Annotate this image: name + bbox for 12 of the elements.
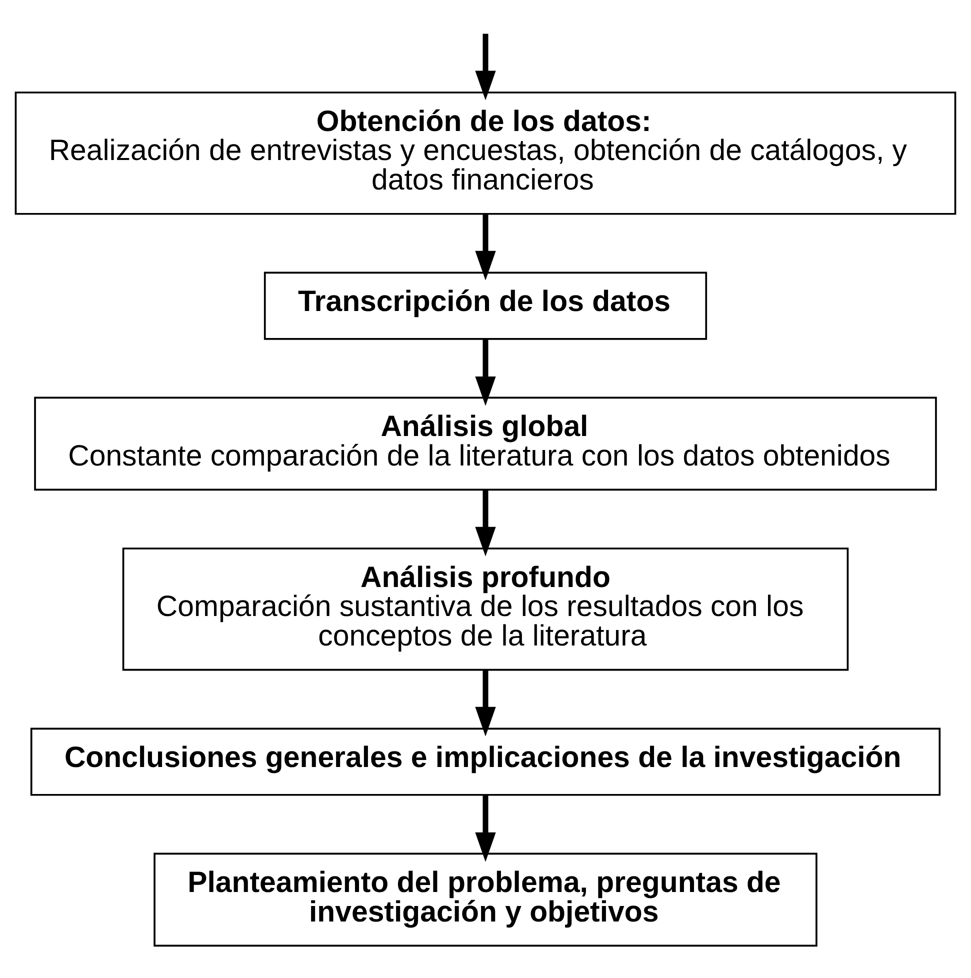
arrow: [475, 339, 496, 406]
node-box: Análisis profundo Comparación sustantiva de los resultados con los conceptos de la literatura: [122, 548, 849, 671]
arrow: [475, 670, 496, 736]
arrow: [475, 214, 496, 280]
node-box: Transcripción de los datos: [264, 272, 708, 340]
node-box: Análisis global Constante comparación de la literatura con los datos obtenidos: [34, 396, 937, 491]
node-box: Planteamiento del problema, preguntas de investigación y objetivos: [154, 852, 818, 947]
node-box: Conclusiones generales e implicaciones de la investigación: [30, 728, 941, 796]
arrow: [475, 34, 496, 100]
node-box: Obtención de los datos: Realización de entrevistas y encuestas, obtención de catálogos, y datos financieros: [14, 92, 956, 215]
arrow: [475, 795, 496, 862]
arrow: [475, 490, 496, 556]
